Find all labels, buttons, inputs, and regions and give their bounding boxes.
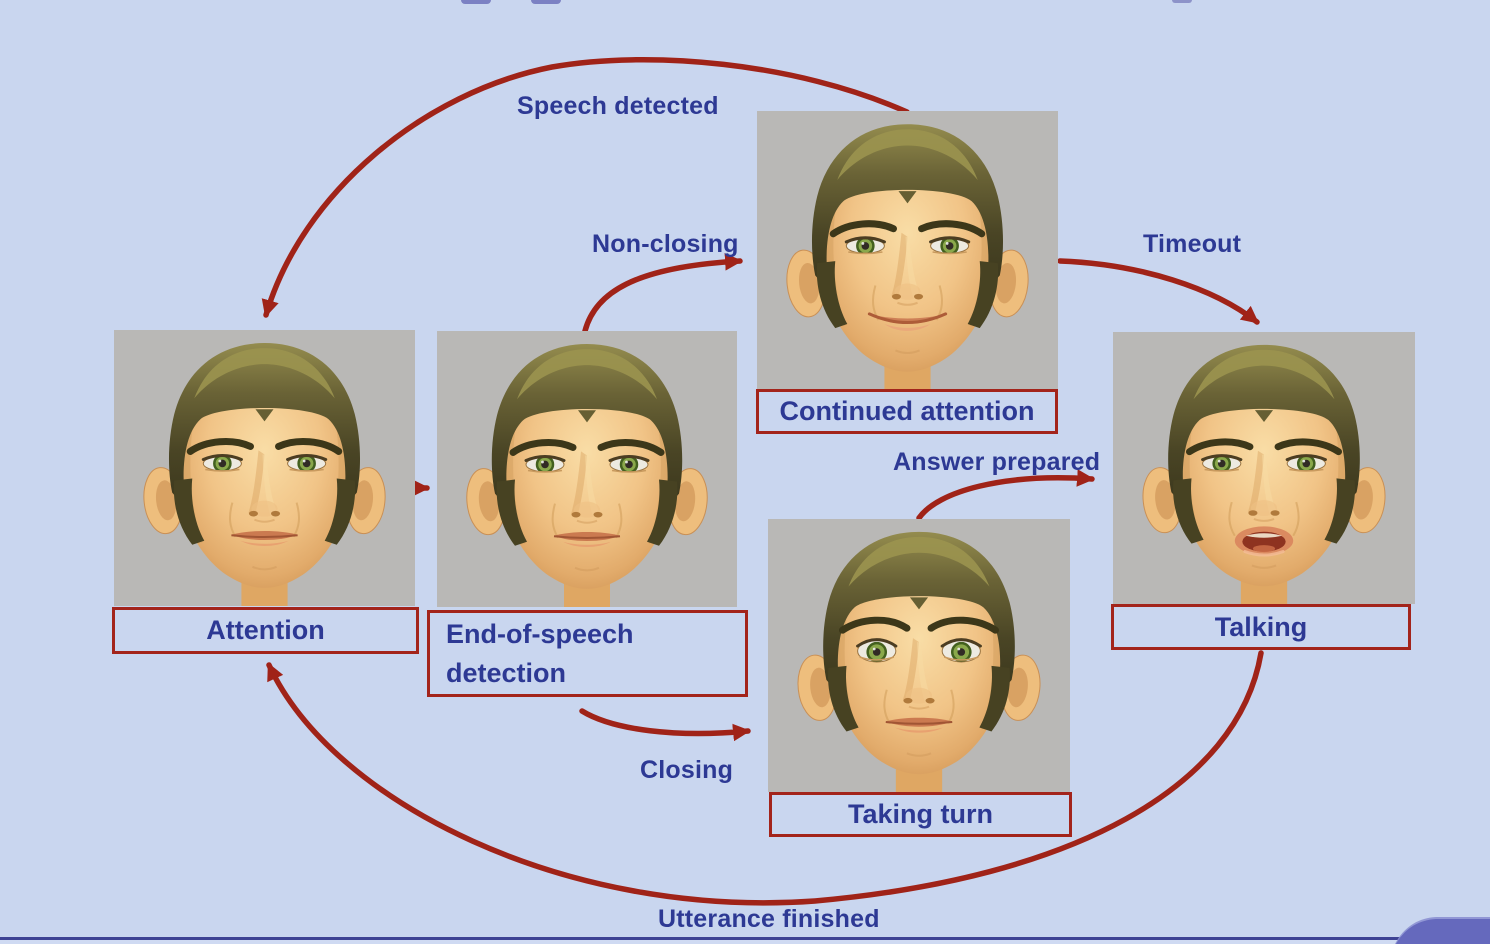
state-label-text-line1: End-of-speech (446, 618, 634, 649)
transition-label-closing: Closing (640, 756, 734, 784)
transition-label-speech-detected: Speech detected (517, 92, 719, 120)
transition-label-non-closing: Non-closing (592, 230, 739, 258)
corner-swoosh (1395, 917, 1490, 944)
face-image-attention (114, 330, 415, 606)
arrow-timeout (1057, 258, 1260, 325)
cropped-text-fragment (461, 0, 491, 4)
face-image-talking (1113, 332, 1415, 604)
arrow-non-closing (582, 253, 743, 334)
arrow-speech-detected (261, 57, 910, 318)
transition-label-timeout: Timeout (1143, 230, 1242, 258)
state-label-text: Attention (206, 615, 325, 645)
face-image-continued-attention (757, 111, 1058, 390)
arrow-utterance-finished (266, 650, 1264, 906)
state-label-text-line2: detection (446, 657, 567, 688)
arrow-answer-prepared (916, 469, 1095, 521)
face-image-taking-turn (768, 519, 1070, 792)
face-image-end-of-speech-detection (437, 331, 737, 607)
state-label-attention: Attention (112, 607, 419, 654)
cropped-text-fragment (531, 0, 561, 4)
state-label-text: Taking turn (848, 799, 993, 829)
state-label-text: Continued attention (779, 396, 1035, 426)
state-label-text: Talking (1214, 611, 1308, 642)
bottom-strip (0, 940, 1490, 944)
arrow-closing (579, 708, 751, 742)
transition-label-answer-prepared: Answer prepared (893, 448, 1101, 476)
state-label-continued-attention: Continued attention (756, 389, 1058, 434)
state-label-talking: Talking (1111, 604, 1411, 650)
state-label-end-of-speech-detection: End-of-speech detection (427, 610, 748, 697)
transition-label-utterance-finished: Utterance finished (658, 905, 880, 933)
bottom-rule (0, 937, 1490, 940)
state-label-taking-turn: Taking turn (769, 792, 1072, 837)
cropped-text-fragment (1172, 0, 1192, 3)
